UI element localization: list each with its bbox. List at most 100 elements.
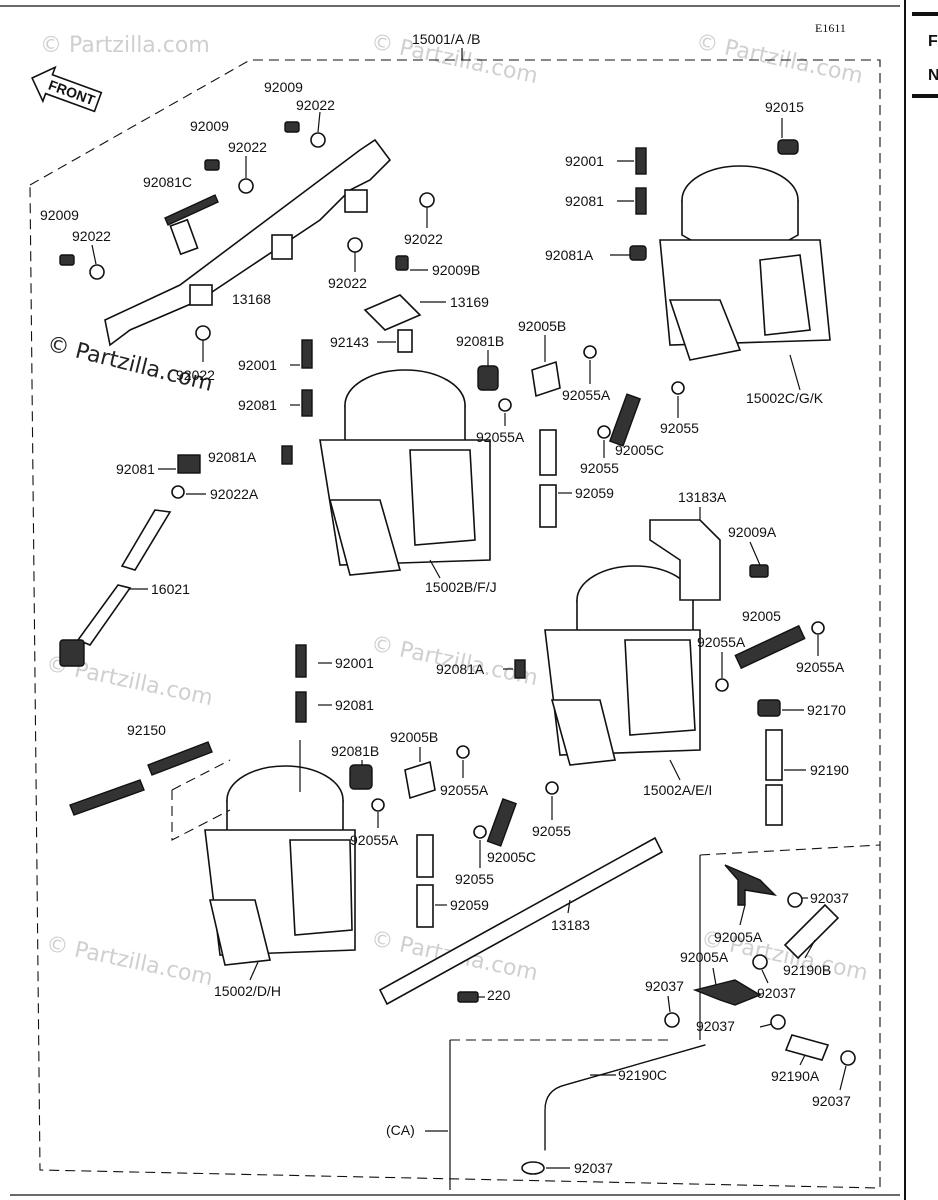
part-label: 92022 [228,139,267,155]
part-label: 13169 [450,294,489,310]
washer-icon [310,132,326,148]
part-label: 92059 [450,897,489,913]
carburetor-15002aei [544,565,701,766]
spring-icon [514,659,526,679]
part-label: 92055 [580,460,619,476]
assembly-label: 15001/A /B [412,31,481,47]
part-label: (CA) [386,1122,415,1138]
hidden-line [171,759,231,841]
part-label: 92037 [574,1160,613,1176]
oring-icon [498,398,512,412]
part-label: 92009 [40,207,79,223]
part-label: 92005C [615,442,664,458]
hidden-line [699,844,881,856]
spring-icon [281,445,293,465]
clamp-icon [840,1050,856,1066]
part-label: 92022A [210,486,259,502]
hose-92190b [783,903,840,960]
part-label: 92143 [330,334,369,350]
carburetor-15002cgk [629,165,831,361]
assembly-outline [29,59,881,1189]
part-label: 92037 [810,890,849,906]
hose-92059 [416,884,434,928]
hose-92059 [539,484,557,528]
part-label: 92190C [618,1067,667,1083]
leader-line [249,961,259,981]
washer-icon [419,192,435,208]
bracket-tab [189,284,213,306]
part-label: 92009 [190,118,229,134]
leader-line [567,899,571,914]
spring-icon [349,764,373,790]
cable-16021 [76,584,132,646]
spring-icon [477,365,499,391]
clamp-icon [664,1012,680,1028]
fitting-92005a [692,979,762,1006]
leader-line [789,354,801,391]
part-label: 15002A/E/I [643,782,712,798]
connector-icon [59,639,85,667]
cable-16021 [120,509,172,571]
clamp-icon [521,1161,545,1175]
bracket-tab [169,218,199,256]
edge-letter-f: F [928,33,938,50]
part-label: 92081A [208,449,257,465]
part-label: 92022 [328,275,367,291]
oring-icon [456,745,470,759]
washer-icon [238,178,254,194]
part-label: 92037 [812,1093,851,1109]
oring-icon [671,381,685,395]
bolt-icon [457,991,479,1003]
part-label: 92037 [696,1018,735,1034]
part-label: 13183A [678,489,727,505]
leader-line [712,967,717,986]
part-label: 92005B [518,318,566,334]
part-label: 92170 [807,702,846,718]
part-label: 16021 [151,581,190,597]
washer-icon [89,264,105,280]
carburetor-15002dh [204,765,356,966]
part-label: 92022 [296,97,335,113]
leader-line [761,969,769,984]
part-label: 92190 [810,762,849,778]
part-label: 92055 [455,871,494,887]
part-label: 92055A [350,832,399,848]
leader-line [91,244,97,265]
part-label: 92022 [176,367,215,383]
part-label: 15002/D/H [214,983,281,999]
fitting-92005c [486,798,517,847]
part-label: 92005C [487,849,536,865]
leader-line [799,1054,806,1066]
part-label: 13168 [232,291,271,307]
watermark-main: © Partzilla.com [45,332,216,397]
part-label: 92055 [660,420,699,436]
oring-icon [371,798,385,812]
part-label: 92055A [440,782,489,798]
screw-icon [295,644,307,678]
part-label: 92022 [72,228,111,244]
cap-92015 [777,139,799,155]
leader-line [317,111,321,133]
screw-icon [635,147,647,175]
collar-icon [397,329,413,353]
bolt-icon [59,254,75,266]
oring-icon [545,781,559,795]
part-label: 13183 [551,917,590,933]
part-label: 92081B [456,333,504,349]
hose-92190c [544,1044,706,1151]
part-label: 92037 [757,985,796,1001]
bolt-icon [284,121,300,133]
oring-icon [811,621,825,635]
carburetor-15002bfj [319,369,491,576]
hose-92059 [416,834,434,878]
part-label: 92081 [238,397,277,413]
leader-line [804,939,816,959]
part-label: 92055A [562,387,611,403]
part-label: 92001 [335,655,374,671]
oring-icon [473,825,487,839]
part-label: 92059 [575,485,614,501]
washer-icon [347,237,363,253]
part-label: 92005A [680,949,729,965]
